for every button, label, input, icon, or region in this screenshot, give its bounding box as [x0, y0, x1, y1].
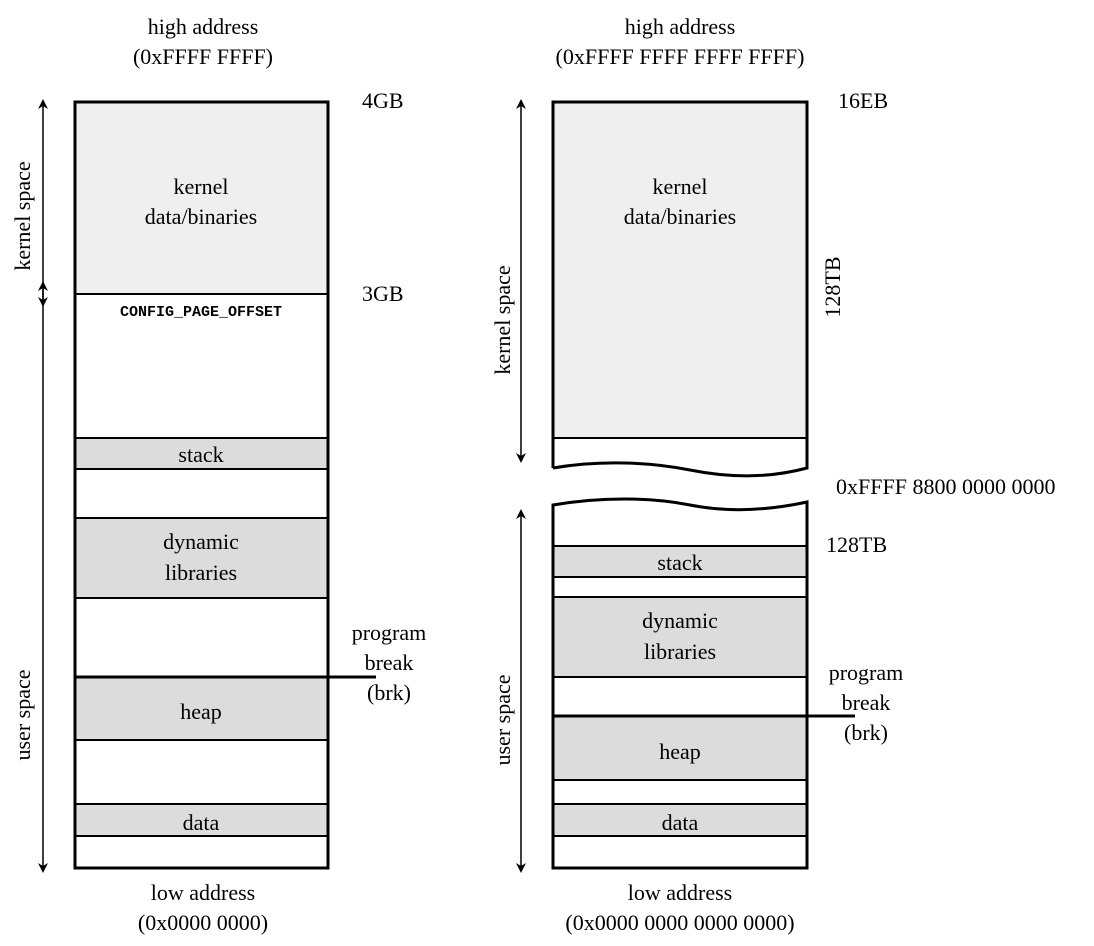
left-high-address-value: (0xFFFF FFFF) [133, 44, 273, 69]
left-dynamic-label-1: dynamic [163, 529, 239, 554]
right-mark-kernel-128tb: 128TB [820, 256, 845, 317]
left-dynamic-libraries-segment [75, 518, 328, 598]
right-high-address-value: (0xFFFF FFFF FFFF FFFF) [556, 44, 805, 69]
right-heap-label: heap [659, 739, 701, 764]
right-data-segment [553, 804, 807, 836]
left-heap-segment [75, 677, 328, 740]
layout-64bit: high address (0xFFFF FFFF FFFF FFFF) ker… [490, 14, 1055, 935]
left-kernel-space-label: kernel space [10, 161, 35, 270]
left-heap-label: heap [180, 699, 222, 724]
left-data-label: data [183, 810, 220, 835]
left-low-address-label: low address [151, 880, 255, 905]
right-kernel-segment [553, 102, 807, 438]
left-low-address-value: (0x0000 0000) [138, 910, 268, 935]
layout-32bit: high address (0xFFFF FFFF) kernel data/b… [10, 14, 426, 935]
right-brk-label-2: break [842, 690, 891, 715]
left-brk-label-1: program [352, 620, 427, 645]
right-kernel-label-2: data/binaries [624, 204, 736, 229]
left-user-space-label: user space [10, 669, 35, 760]
right-dynamic-libraries-segment [553, 597, 807, 677]
right-low-address-value: (0x0000 0000 0000 0000) [565, 910, 794, 935]
left-stack-label: stack [178, 442, 223, 467]
right-heap-segment [553, 716, 807, 780]
right-low-address-label: low address [628, 880, 732, 905]
right-stack-label: stack [657, 550, 702, 575]
right-dynamic-label-1: dynamic [642, 608, 718, 633]
left-kernel-label-2: data/binaries [145, 204, 257, 229]
left-brk-label-3: (brk) [367, 680, 411, 705]
left-config-page-offset-label: CONFIG_PAGE_OFFSET [120, 304, 282, 321]
right-stack-segment [553, 546, 807, 577]
left-mark-3gb: 3GB [362, 281, 404, 306]
right-mark-16eb: 16EB [838, 88, 888, 113]
right-brk-label-3: (brk) [844, 720, 888, 745]
right-kernel-frame [551, 100, 809, 478]
right-dynamic-label-2: libraries [644, 639, 716, 664]
right-kernel-space-label: kernel space [490, 265, 515, 374]
right-brk-label-1: program [829, 660, 904, 685]
right-kernel-label-1: kernel [653, 174, 708, 199]
left-dynamic-label-2: libraries [165, 560, 237, 585]
left-kernel-label-1: kernel [174, 174, 229, 199]
right-mark-user-128tb: 128TB [826, 532, 887, 557]
left-mark-4gb: 4GB [362, 88, 404, 113]
right-high-address-label: high address [625, 14, 736, 39]
left-kernel-segment [75, 102, 328, 294]
left-address-space-frame [73, 100, 330, 870]
right-user-space-label: user space [490, 674, 515, 765]
right-user-frame [551, 497, 809, 870]
right-mark-gap-address: 0xFFFF 8800 0000 0000 [836, 474, 1055, 499]
left-high-address-label: high address [148, 14, 259, 39]
left-stack-segment [75, 438, 328, 469]
right-data-label: data [662, 810, 699, 835]
left-data-segment [75, 804, 328, 836]
left-brk-label-2: break [365, 650, 414, 675]
